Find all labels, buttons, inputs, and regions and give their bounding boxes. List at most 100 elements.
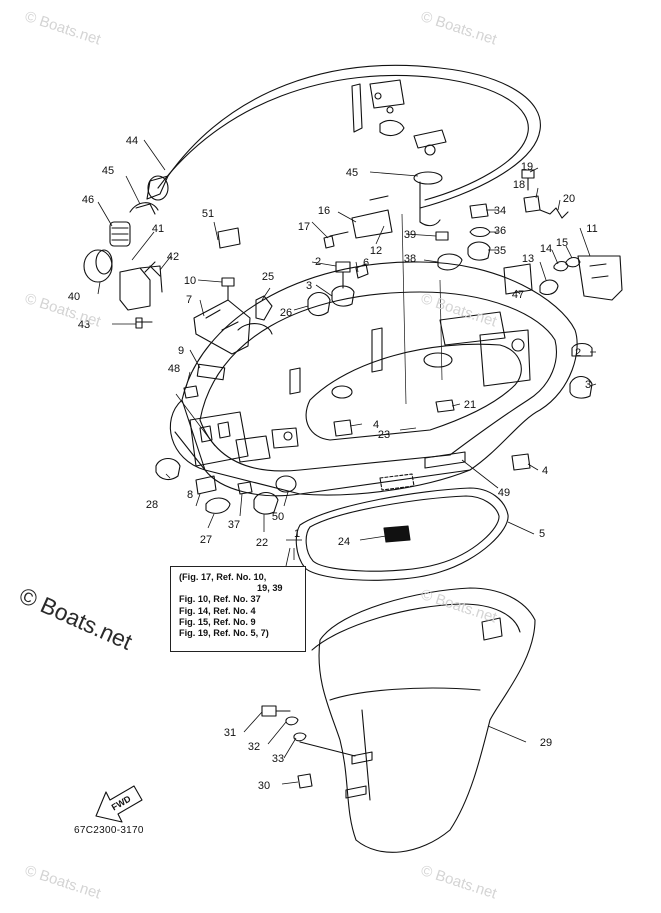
part-number-label: 40: [68, 291, 80, 303]
reference-note-box: (Fig. 17, Ref. No. 10, 19, 39 Fig. 10, R…: [170, 566, 306, 652]
reference-note-line: (Fig. 17, Ref. No. 10,: [179, 572, 267, 582]
screw-39: [435, 231, 449, 241]
part-number-label: 22: [256, 537, 268, 549]
washer-15: [565, 256, 581, 268]
part-number-label: 43: [78, 319, 90, 331]
part-number-label: 13: [522, 253, 534, 265]
washer-36: [469, 226, 491, 238]
grommet-13: [539, 279, 559, 296]
part-number-label: 3: [585, 379, 591, 391]
part-number-label: 2: [575, 347, 581, 359]
part-number-label: 31: [224, 727, 236, 739]
part-number-label: 24: [338, 536, 350, 548]
screw-10: [221, 277, 235, 301]
grommet-46: [109, 221, 131, 247]
clip-34: [469, 203, 489, 219]
part-number-label: 27: [200, 534, 212, 546]
fwd-label: FWD: [110, 793, 133, 812]
label-48: [183, 385, 199, 399]
bolt-21: [435, 399, 455, 413]
part-number-label: 41: [152, 223, 164, 235]
screw-31: [261, 705, 291, 717]
reference-note-line: Fig. 19, Ref. No. 5, 7): [179, 628, 269, 639]
part-number-label: 1: [294, 528, 300, 540]
part-27: [205, 497, 231, 514]
part-number-label: 35: [494, 245, 506, 257]
part-8: [195, 475, 217, 495]
part-number-label: 45: [102, 165, 114, 177]
part-number-label: 21: [464, 399, 476, 411]
part-number-label: 18: [513, 179, 525, 191]
fwd-arrow-icon: [95, 785, 143, 823]
part-number-label: 12: [370, 245, 382, 257]
knob-40: [83, 249, 113, 283]
part-number-label: 20: [563, 193, 575, 205]
part-22: [253, 491, 279, 515]
part-number-label: 4: [373, 419, 379, 431]
collar-4-right: [511, 453, 531, 471]
reference-note-line: 19, 39: [257, 583, 283, 594]
part-number-label: 3: [306, 280, 312, 292]
collar-4-center: [333, 419, 353, 437]
lower-apron: [299, 587, 536, 853]
handle-11: [577, 255, 623, 301]
part-number-label: 33: [272, 753, 284, 765]
part-number-label: 11: [586, 223, 597, 235]
part-number-label: 45: [346, 167, 358, 179]
part-number-label: 4: [542, 465, 548, 477]
part-number-label: 16: [318, 205, 330, 217]
part-number-label: 7: [186, 294, 192, 306]
washer-33: [293, 732, 307, 742]
leader-lines: [97, 139, 597, 785]
part-number-label: 38: [404, 253, 416, 265]
bracket-47: [503, 263, 533, 295]
nut-30: [297, 773, 313, 789]
clip-45-right: [413, 171, 443, 227]
part-number-label: 32: [248, 741, 260, 753]
part-number-label: 5: [539, 528, 545, 540]
plate-9: [196, 363, 226, 381]
part-number-label: 46: [82, 194, 94, 206]
part-number-label: 50: [272, 511, 284, 523]
part-number-label: 28: [146, 499, 158, 511]
top-cowl-outline: [146, 64, 541, 209]
spring-20: [539, 207, 569, 219]
part-number-label: 25: [262, 271, 274, 283]
part-number-label: 42: [167, 251, 179, 263]
part-number-label: 9: [178, 345, 184, 357]
label-51: [217, 227, 241, 249]
diagram-code: 67C2300-3170: [74, 825, 144, 836]
bracket-41: [119, 265, 163, 311]
bolt-2-right: [571, 342, 593, 357]
plate-7: [193, 299, 251, 355]
part-number-label: 17: [298, 221, 310, 233]
part-number-label: 47: [512, 289, 524, 301]
part-number-label: 2: [315, 256, 321, 268]
part-number-label: 37: [228, 519, 240, 531]
rubber-pad: [383, 525, 411, 543]
screw-6: [355, 263, 369, 279]
bushing-3-right: [569, 375, 593, 399]
grommet-26: [307, 291, 331, 317]
clip-45-left: [129, 202, 159, 215]
grommet-35: [467, 241, 491, 261]
washer-32: [285, 716, 299, 726]
plate-18: [523, 195, 541, 213]
part-number-label: 8: [187, 489, 193, 501]
part-number-label: 34: [494, 205, 506, 217]
bushing-3: [331, 285, 355, 307]
part-number-label: 49: [498, 487, 510, 499]
screw-42: [144, 261, 161, 277]
part-37: [237, 481, 253, 495]
part-number-label: 30: [258, 780, 270, 792]
latch-linkage: [351, 79, 447, 156]
part-number-label: 36: [494, 225, 506, 237]
screw-17: [323, 231, 349, 249]
part-number-label: 23: [378, 429, 390, 441]
bracket-25: [255, 295, 273, 321]
part-number-label: 14: [540, 243, 552, 255]
seal-38: [437, 253, 463, 271]
bracket-16: [351, 195, 393, 239]
part-number-label: 29: [540, 737, 552, 749]
bolt-43: [135, 317, 153, 329]
